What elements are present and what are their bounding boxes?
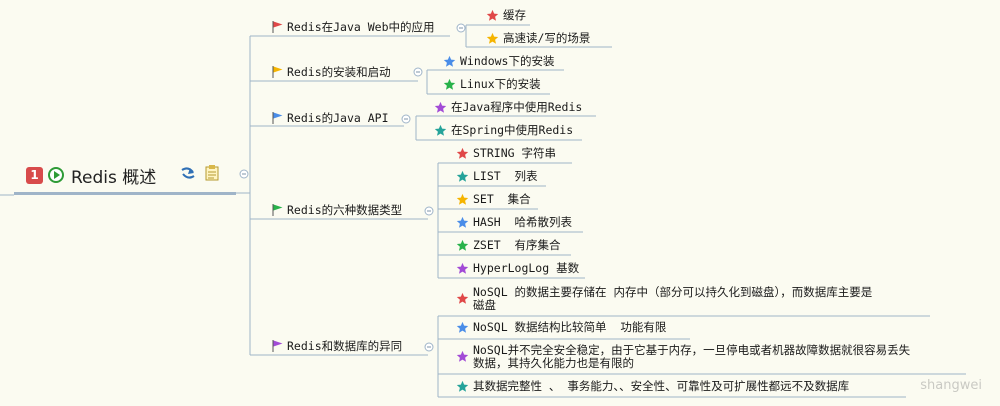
purple-star-icon xyxy=(456,350,469,362)
child-line: 数据，其持久化能力也是有限的 xyxy=(473,356,634,370)
orange-flag-icon xyxy=(272,66,283,78)
purple-flag-icon xyxy=(272,340,283,352)
blue-star-icon xyxy=(443,55,456,67)
branch-label: Redis的Java API xyxy=(287,111,389,125)
child-string[interactable]: STRING 字符串 xyxy=(456,147,556,160)
child-label: Linux下的安装 xyxy=(460,77,541,91)
refresh-arrow-icon xyxy=(181,167,195,179)
root-title: Redis 概述 xyxy=(71,167,157,188)
branch-install[interactable]: Redis的安装和启动 xyxy=(272,66,391,79)
red-star-icon xyxy=(456,292,469,304)
child-high-speed[interactable]: 高速读/写的场景 xyxy=(486,32,590,45)
green-star-icon xyxy=(443,78,456,90)
child-label: 在Spring中使用Redis xyxy=(451,123,574,137)
branch-label: Redis和数据库的异同 xyxy=(287,339,403,353)
root-underline xyxy=(14,192,236,195)
teal-star-icon xyxy=(456,380,469,392)
branch-java-api[interactable]: Redis的Java API xyxy=(272,112,389,125)
child-list[interactable]: LIST 列表 xyxy=(456,170,538,183)
teal-star-icon xyxy=(434,124,447,136)
child-label: 在Java程序中使用Redis xyxy=(451,100,583,114)
play-icon xyxy=(48,167,64,183)
child-line: NoSQL并不完全安全稳定，由于它基于内存，一旦停电或者机器故障数据就很容易丢失 xyxy=(473,343,911,357)
child-java-program[interactable]: 在Java程序中使用Redis xyxy=(434,101,582,114)
priority-1-icon: 1 xyxy=(26,166,43,184)
branch-label: Redis的安装和启动 xyxy=(287,65,391,79)
blue-star-icon xyxy=(456,321,469,333)
child-spring[interactable]: 在Spring中使用Redis xyxy=(434,124,573,137)
child-label: 其数据完整性 、 事务能力、、安全性、可靠性及可扩展性都远不及数据库 xyxy=(473,379,850,393)
child-label: STRING 字符串 xyxy=(473,146,556,160)
child-label: 高速读/写的场景 xyxy=(503,31,591,45)
branch-vs-database[interactable]: Redis和数据库的异同 xyxy=(272,340,402,353)
child-integrity[interactable]: 其数据完整性 、 事务能力、、安全性、可靠性及可扩展性都远不及数据库 xyxy=(456,380,849,393)
branch-label: Redis的六种数据类型 xyxy=(287,203,403,217)
child-set[interactable]: SET 集合 xyxy=(456,193,531,206)
child-linux[interactable]: Linux下的安装 xyxy=(443,78,541,91)
child-label: HyperLogLog 基数 xyxy=(473,261,580,275)
child-label: HASH 哈希散列表 xyxy=(473,215,573,229)
child-windows[interactable]: Windows下的安装 xyxy=(443,55,554,68)
red-star-icon xyxy=(456,147,469,159)
child-cache[interactable]: 缓存 xyxy=(486,9,526,22)
branch-java-web[interactable]: Redis在Java Web中的应用 xyxy=(272,21,435,34)
child-storage[interactable]: NoSQL 的数据主要存储在 内存中（部分可以持久化到磁盘），而数据库主要是 磁… xyxy=(456,286,872,312)
blue-star-icon xyxy=(456,216,469,228)
teal-star-icon xyxy=(456,170,469,182)
child-label: NoSQL 数据结构比较简单 功能有限 xyxy=(473,320,667,334)
child-label: ZSET 有序集合 xyxy=(473,238,561,252)
branch-data-types[interactable]: Redis的六种数据类型 xyxy=(272,204,402,217)
orange-star-icon xyxy=(456,193,469,205)
green-star-icon xyxy=(456,239,469,251)
branch-label: Redis在Java Web中的应用 xyxy=(287,20,435,34)
watermark: shangwei xyxy=(920,378,982,393)
child-simple-structure[interactable]: NoSQL 数据结构比较简单 功能有限 xyxy=(456,321,666,334)
orange-star-icon xyxy=(486,32,499,44)
child-hyperloglog[interactable]: HyperLogLog 基数 xyxy=(456,262,579,275)
root-topic[interactable]: 1 Redis 概述 xyxy=(26,160,156,190)
child-stability[interactable]: NoSQL并不完全安全稳定，由于它基于内存，一旦停电或者机器故障数据就很容易丢失… xyxy=(456,344,910,370)
child-hash[interactable]: HASH 哈希散列表 xyxy=(456,216,572,229)
purple-star-icon xyxy=(456,262,469,274)
blue-flag-icon xyxy=(272,112,283,124)
child-label: LIST 列表 xyxy=(473,169,538,183)
child-line: NoSQL 的数据主要存储在 内存中（部分可以持久化到磁盘），而数据库主要是 xyxy=(473,285,873,299)
green-flag-icon xyxy=(272,204,283,216)
purple-star-icon xyxy=(434,101,447,113)
note-icon xyxy=(205,165,219,181)
child-label: 缓存 xyxy=(503,8,526,22)
child-label: SET 集合 xyxy=(473,192,531,206)
child-zset[interactable]: ZSET 有序集合 xyxy=(456,239,561,252)
child-label: Windows下的安装 xyxy=(460,54,555,68)
red-flag-icon xyxy=(272,21,283,33)
red-star-icon xyxy=(486,9,499,21)
child-line: 磁盘 xyxy=(473,298,496,312)
